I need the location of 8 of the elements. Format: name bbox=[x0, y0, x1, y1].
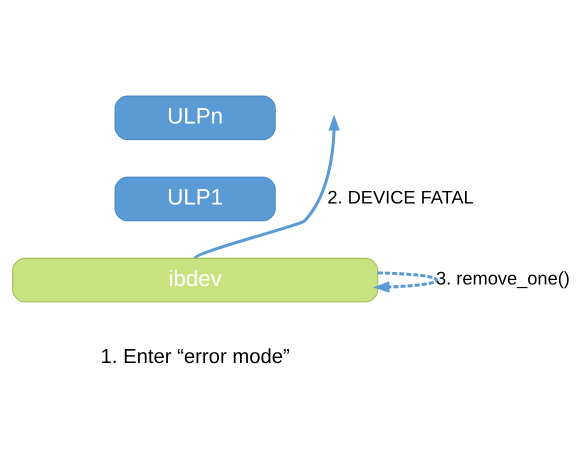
label: 1. Enter “error mode” bbox=[100, 346, 290, 368]
edge-label: 2. DEVICE FATAL bbox=[327, 186, 474, 208]
node-box: ibdev bbox=[12, 258, 378, 302]
arrow bbox=[194, 114, 340, 260]
edge-label: 3. remove_one() bbox=[436, 268, 570, 289]
node-box: ULPn bbox=[114, 96, 276, 140]
arrow bbox=[373, 271, 438, 293]
node-box: ULP1 bbox=[114, 176, 276, 222]
